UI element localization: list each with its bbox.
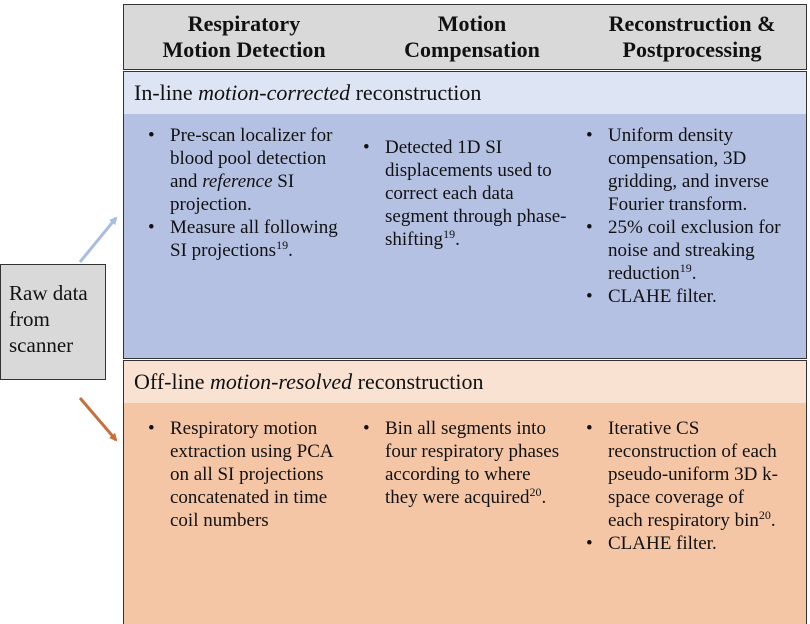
- bullet-text: Measure all following SI projections: [170, 217, 338, 261]
- bullet-item: Detected 1D SI displacements used to cor…: [361, 136, 573, 251]
- reference-superscript: 19: [443, 227, 456, 241]
- header-respiratory-motion-detection: Respiratory Motion Detection: [138, 11, 350, 63]
- offline-reconstruction-panel: Respiratory motion extraction using PCA …: [123, 403, 807, 624]
- inline-band-title: In-line motion-corrected reconstruction: [134, 80, 481, 106]
- reference-superscript: 20: [529, 485, 542, 499]
- offline-col2-list: Bin all segments into four respiratory p…: [361, 417, 561, 509]
- bullet-item: Respiratory motion extraction using PCA …: [146, 417, 342, 532]
- bullet-item: Bin all segments into four respiratory p…: [361, 417, 561, 509]
- bullet-text: Iterative CS reconstruction of each pseu…: [608, 418, 778, 531]
- bullet-item: Measure all following SI projections19.: [146, 216, 354, 262]
- bullet-item: CLAHE filter.: [584, 532, 782, 555]
- reference-superscript: 19: [679, 261, 692, 275]
- header-line: Respiratory: [187, 11, 301, 36]
- bullet-text: Pre-scan localizer for blood pool detect…: [170, 125, 333, 192]
- bullet-text: .: [770, 510, 776, 531]
- bullet-text: SI projection.: [170, 171, 295, 215]
- bullet-text: Respiratory motion extraction using PCA …: [170, 418, 333, 531]
- bullet-emphasis: reference: [202, 171, 273, 192]
- offline-band-title: Off-line motion-resolved reconstruction: [134, 369, 483, 395]
- inline-reconstruction-band: In-line motion-corrected reconstruction: [123, 71, 807, 114]
- inline-col2-list: Detected 1D SI displacements used to cor…: [361, 136, 573, 251]
- header-line: Postprocessing: [622, 37, 762, 62]
- header-reconstruction-postprocessing: Reconstruction & Postprocessing: [580, 11, 804, 63]
- inline-title-pre: In-line: [134, 80, 199, 105]
- inline-title-post: reconstruction: [350, 80, 482, 105]
- inline-reconstruction-panel: Pre-scan localizer for blood pool detect…: [123, 114, 807, 359]
- offline-title-emphasis: motion-resolved: [209, 369, 353, 394]
- bullet-item: CLAHE filter.: [584, 285, 806, 308]
- bullet-item: 25% coil exclusion for noise and streaki…: [584, 216, 806, 285]
- bullet-text: .: [288, 240, 293, 261]
- bullet-text: CLAHE filter.: [608, 533, 717, 554]
- header-line: Reconstruction &: [608, 11, 776, 36]
- bullet-text: 25% coil exclusion for noise and streaki…: [608, 217, 781, 284]
- header-line: Motion Detection: [162, 37, 326, 62]
- reference-superscript: 19: [276, 238, 289, 252]
- source-line: Raw data: [9, 281, 88, 305]
- bullet-text: .: [541, 487, 547, 508]
- header-line: Motion: [437, 11, 507, 36]
- offline-col1-list: Respiratory motion extraction using PCA …: [146, 417, 342, 532]
- offline-reconstruction-band: Off-line motion-resolved reconstruction: [123, 360, 807, 403]
- bullet-item: Uniform density compensation, 3D griddin…: [584, 124, 806, 216]
- inline-col3-list: Uniform density compensation, 3D griddin…: [584, 124, 806, 308]
- raw-data-source-box: Raw data from scanner: [0, 264, 106, 380]
- bullet-text: .: [455, 229, 460, 250]
- reference-superscript: 20: [758, 508, 771, 522]
- bullet-text: Detected 1D SI displacements used to cor…: [385, 137, 567, 250]
- bullet-text: Bin all segments into four respiratory p…: [385, 418, 560, 508]
- bullet-text: CLAHE filter.: [608, 286, 717, 307]
- offline-col3-list: Iterative CS reconstruction of each pseu…: [584, 417, 782, 555]
- source-line: scanner: [9, 333, 74, 357]
- bullet-item: Iterative CS reconstruction of each pseu…: [584, 417, 782, 532]
- arrow-to-inline: [78, 216, 118, 263]
- bullet-text: Uniform density compensation, 3D griddin…: [608, 125, 769, 215]
- inline-col1-list: Pre-scan localizer for blood pool detect…: [146, 124, 354, 262]
- bullet-text: .: [691, 263, 697, 284]
- arrow-to-offline: [78, 397, 118, 442]
- offline-title-pre: Off-line: [134, 369, 210, 394]
- inline-title-emphasis: motion-corrected: [198, 80, 351, 105]
- offline-title-post: reconstruction: [352, 369, 484, 394]
- column-header-bar: Respiratory Motion Detection Motion Comp…: [123, 4, 807, 70]
- header-line: Compensation: [404, 37, 540, 62]
- bullet-item: Pre-scan localizer for blood pool detect…: [146, 124, 354, 216]
- source-line: from: [9, 307, 50, 331]
- header-motion-compensation: Motion Compensation: [362, 11, 582, 63]
